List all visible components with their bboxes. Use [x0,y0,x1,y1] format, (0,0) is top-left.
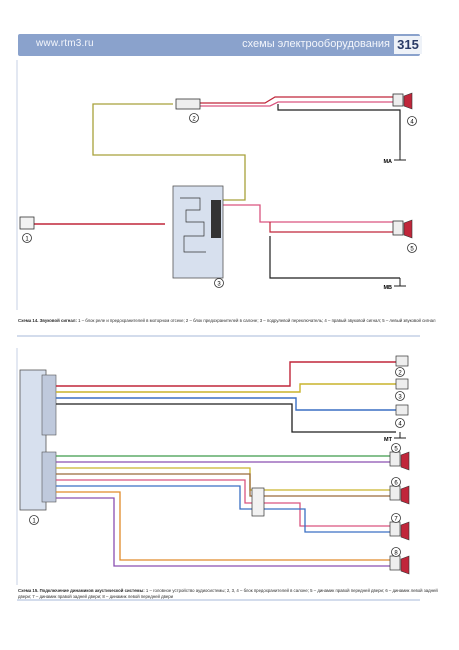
wire-violet-spk8 [56,497,390,567]
ground-mb-label: MB [383,285,392,291]
wire-red-horn2 [269,222,395,233]
wire-brown-spk6 [56,473,390,497]
label-circle-h6 [391,477,401,487]
ground-mt-label: MT [384,437,393,443]
label-circle-h8 [391,547,401,557]
label-circle-h2 [395,367,405,377]
site-url: www.rtm3.ru [36,38,94,49]
caption-15-title: Схема 15. Подключение динамиков акустиче… [18,588,145,593]
label-circle-1 [22,233,32,243]
connector-2b [395,355,409,367]
inline-connector [251,487,265,517]
wire-pink-horn2 [220,204,395,223]
label-circle-h7 [391,513,401,523]
wire-pink-horn [200,101,395,107]
speaker-8-connector [389,555,401,571]
wire-olive [92,103,246,201]
label-3: 3 [217,282,221,288]
wire-ground-mb [269,236,400,279]
speaker-6: 6 [389,477,410,505]
connector-3b [395,378,409,390]
speaker-8-icon [400,555,410,575]
speaker-6-icon [400,485,410,505]
horn-left-icon [403,219,413,239]
speaker-7-connector [389,521,401,537]
label-h2: 2 [398,371,402,377]
page-number: 315 [394,36,422,54]
wire-yellow-spk6 [56,467,390,491]
speaker-7: 7 [389,513,410,541]
switch-pins [211,200,221,238]
switch-internal [180,197,206,253]
label-circle-h1 [29,515,39,525]
label-1: 1 [25,237,29,243]
label-circle-h3 [395,391,405,401]
label-h4: 4 [398,422,402,428]
label-h8: 8 [394,551,398,557]
label-h3: 3 [398,395,402,401]
page-header: www.rtm3.ru схемы электрооборудования [18,34,420,56]
wire-yellow-power [56,383,396,393]
speaker-5: 5 [389,443,410,471]
label-4: 4 [410,120,414,126]
diagram-speakers: 1 2 3 4 MT [16,348,410,585]
wire-ground-mt [56,403,396,433]
caption-diagram-14: Схема 14. Звуковой сигнал: 1 – блок реле… [18,318,438,324]
head-unit-connector-a [41,374,57,436]
connector-4b [395,404,409,416]
horn-right-connector [392,93,404,107]
label-h5: 5 [394,447,398,453]
label-circle-h4 [395,418,405,428]
speaker-6-connector [389,485,401,501]
label-h1: 1 [32,519,36,525]
connector-2 [175,98,201,110]
label-h6: 6 [394,481,398,487]
label-circle-h5 [391,443,401,453]
label-circle-3 [214,278,224,288]
label-h7: 7 [394,517,398,523]
speaker-5-connector [389,451,401,467]
label-5: 5 [410,247,414,253]
horn-right-icon [403,92,413,110]
horn-left-connector [392,220,404,236]
caption-15-text: 1 – головное устройство аудиосистемы; 2,… [18,588,438,599]
label-circle-2 [189,113,199,123]
diagram-horn: 1 2 3 4 MA 5 [16,60,417,310]
head-unit-connector-b [41,451,57,503]
label-circle-5 [407,243,417,253]
head-unit [19,369,47,511]
caption-14-text: 1 – блок реле и предохранителей в моторн… [78,318,436,323]
label-circle-4 [407,116,417,126]
wire-orange-spk8 [56,491,390,561]
caption-14-title: Схема 14. Звуковой сигнал: [18,318,77,323]
label-2: 2 [192,117,196,123]
caption-diagram-15: Схема 15. Подключение динамиков акустиче… [18,588,438,600]
section-title: схемы электрооборудования [242,38,390,50]
speaker-8: 8 [389,547,410,575]
wire-blue-spk7 [56,485,390,533]
wire-ground-ma [277,104,401,150]
wire-red-power [56,361,396,387]
wire-pink-spk7 [56,479,390,527]
speaker-5-icon [400,451,410,471]
ground-ma-label: MA [383,159,392,165]
wire-blue-power [56,397,396,411]
connector-1 [19,216,35,230]
speaker-7-icon [400,521,410,541]
wire-red-horn [200,96,395,104]
